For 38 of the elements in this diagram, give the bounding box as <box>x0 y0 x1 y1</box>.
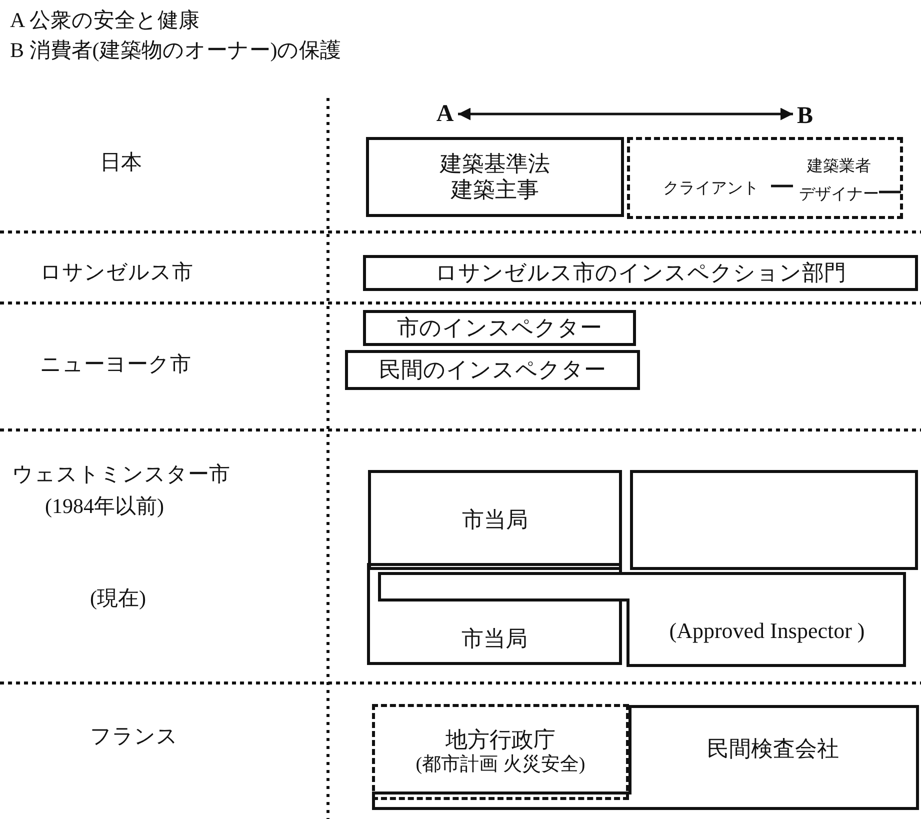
row-label: (1984年以前) <box>45 493 164 520</box>
connector-line <box>771 184 793 188</box>
outlined-box <box>366 137 624 217</box>
text-label: B <box>793 102 817 130</box>
row-label: ロサンゼルス市 <box>40 259 193 286</box>
outlined-box <box>363 255 918 291</box>
box-label: 市当局 <box>462 626 528 652</box>
box-outline <box>627 137 903 219</box>
text-label: 建築業者 <box>796 155 882 179</box>
box-label: (都市計画 火災安全) <box>416 754 586 777</box>
l-shaped-box <box>378 572 906 667</box>
outlined-box <box>368 470 622 570</box>
box-label: 民間検査会社 <box>706 736 840 763</box>
box-label: 民間のインスペクター <box>379 356 606 384</box>
row-label: ウェストミンスター市 <box>12 461 230 488</box>
box-label: 建築基準法 <box>440 150 550 177</box>
box-label: 建築主事 <box>451 177 539 204</box>
legend-note: A 公衆の安全と健康 <box>10 7 200 34</box>
text-label: クライアント <box>648 176 774 202</box>
outlined-box <box>363 310 636 346</box>
text-label: A <box>432 100 458 128</box>
outlined-box <box>345 350 640 390</box>
box-label: (Approved Inspector ) <box>668 618 866 645</box>
connector-line <box>879 190 901 194</box>
text-label: デザイナー <box>796 183 882 207</box>
box-outline <box>630 470 918 570</box>
row-label: フランス <box>90 723 178 750</box>
double-arrow <box>458 108 793 120</box>
box-label: 地方行政庁 <box>446 727 556 754</box>
row-label: (現在) <box>90 585 146 612</box>
box-label: ロサンゼルス市のインスペクション部門 <box>435 260 846 286</box>
box-label: 市のインスペクター <box>397 314 602 342</box>
row-label: 日本 <box>100 149 142 176</box>
l-shaped-box <box>372 705 919 810</box>
outlined-box <box>367 563 622 665</box>
row-label: ニューヨーク市 <box>40 351 191 378</box>
box-label: 市当局 <box>462 506 528 534</box>
legend-note: B 消費者(建築物のオーナー)の保護 <box>10 37 342 64</box>
